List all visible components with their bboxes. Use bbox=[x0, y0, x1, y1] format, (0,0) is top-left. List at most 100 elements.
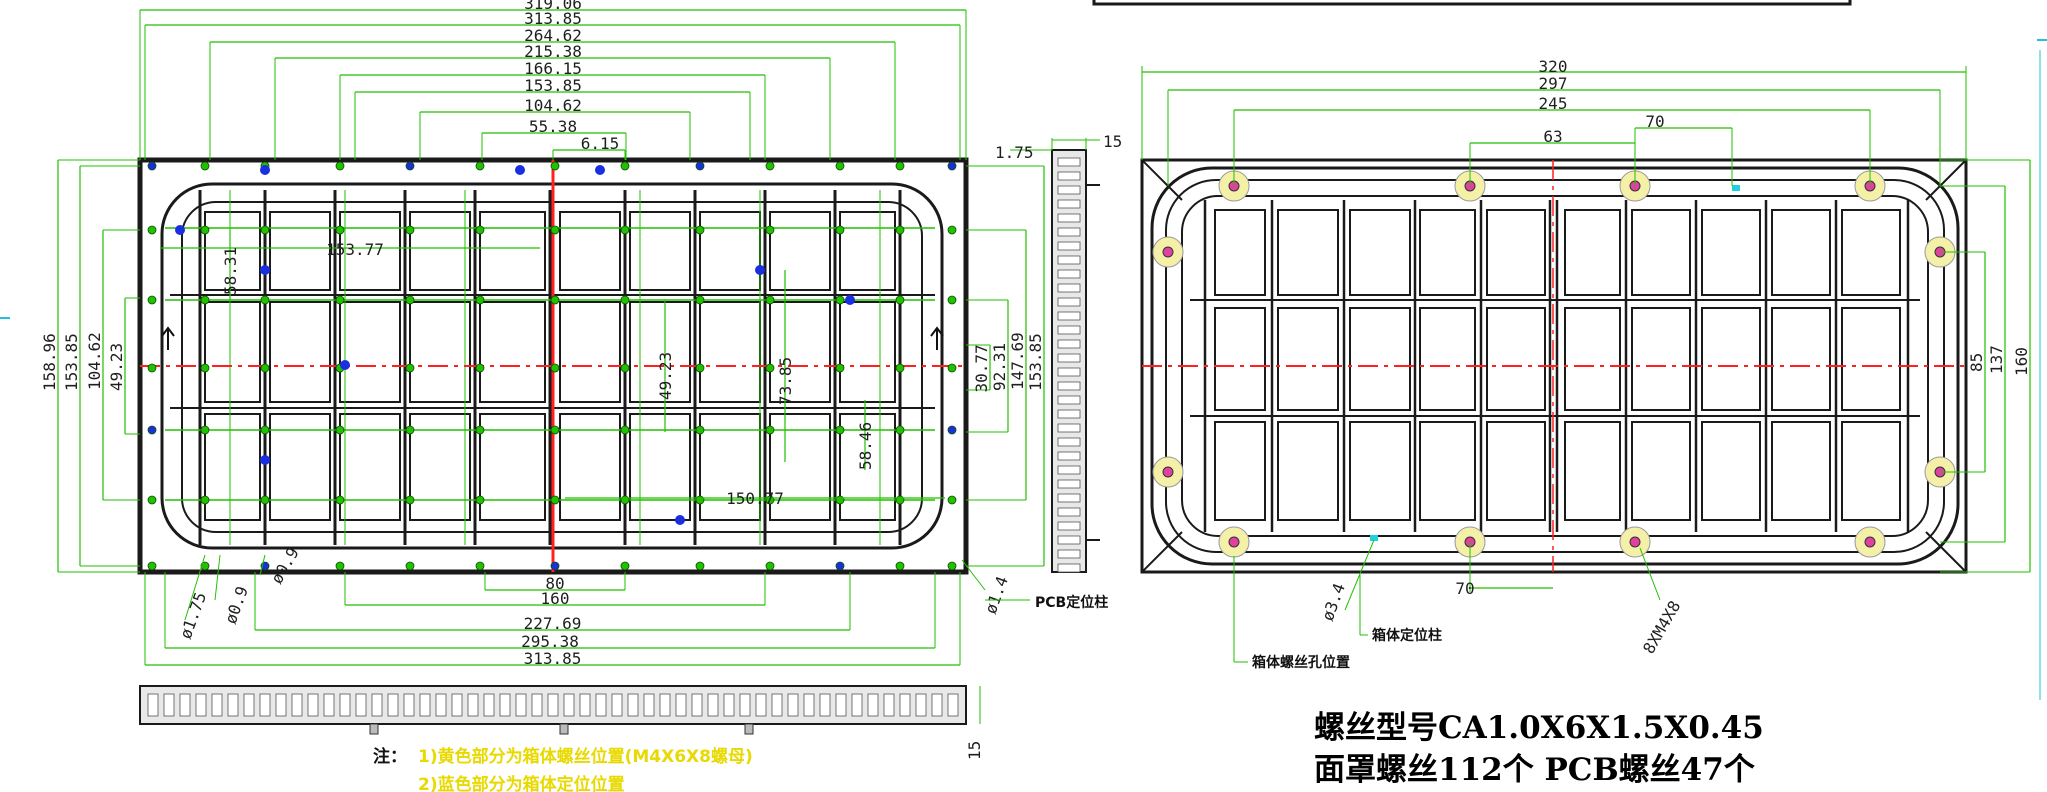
grid-cell bbox=[479, 211, 546, 291]
screw-dot bbox=[550, 495, 560, 505]
side-dim-2: 15 bbox=[1103, 132, 1122, 151]
screw-dot bbox=[475, 561, 485, 571]
locate-label: 箱体定位柱 bbox=[1372, 627, 1442, 644]
side-tooth bbox=[1057, 311, 1081, 321]
screw-dot bbox=[765, 295, 775, 305]
grid-cell bbox=[1771, 209, 1831, 296]
bottom-dim: 227.69 bbox=[524, 614, 582, 633]
bottom-tooth bbox=[499, 693, 511, 717]
bottom-tooth bbox=[179, 693, 191, 717]
side-tooth bbox=[1057, 479, 1081, 489]
side-tooth bbox=[1057, 409, 1081, 419]
grid-cell bbox=[1419, 421, 1476, 521]
locate-dot bbox=[595, 165, 605, 175]
top-dim: 63 bbox=[1543, 127, 1562, 146]
grid-cell bbox=[409, 413, 471, 521]
grid-cell bbox=[1564, 209, 1621, 296]
bottom-tooth bbox=[739, 693, 751, 717]
grid-cell bbox=[339, 413, 401, 521]
bottom-tooth bbox=[659, 693, 671, 717]
locate-dot bbox=[675, 515, 685, 525]
grid-cell bbox=[269, 413, 331, 521]
grid-cell bbox=[1564, 307, 1621, 411]
bottom-tooth bbox=[531, 693, 543, 717]
screw-dot bbox=[620, 495, 630, 505]
screw-dot bbox=[405, 363, 415, 373]
screw-dot bbox=[147, 495, 157, 505]
locate-dot bbox=[260, 265, 270, 275]
screw-dot bbox=[765, 161, 775, 171]
screw-dot bbox=[620, 161, 630, 171]
side-tooth bbox=[1057, 213, 1081, 223]
side-tooth bbox=[1057, 185, 1081, 195]
screw-hole bbox=[1162, 466, 1174, 478]
screw-dot bbox=[620, 225, 630, 235]
screw-dot bbox=[475, 495, 485, 505]
screw-dot bbox=[260, 363, 270, 373]
arrow-up-icon bbox=[930, 326, 944, 350]
side-tooth bbox=[1057, 493, 1081, 503]
locate-dot bbox=[405, 161, 415, 171]
note-line-1: 1)黄色部分为箱体螺丝位置(M4X6X8螺母) bbox=[418, 746, 753, 767]
side-tooth bbox=[1057, 255, 1081, 265]
side-tooth bbox=[1057, 367, 1081, 377]
screw-dot bbox=[620, 561, 630, 571]
screw-dot bbox=[200, 363, 210, 373]
grid-cell bbox=[769, 301, 831, 403]
screw-dot bbox=[550, 161, 560, 171]
bottom-tooth bbox=[307, 693, 319, 717]
grid-cell bbox=[1771, 307, 1831, 411]
side-tooth bbox=[1057, 381, 1081, 391]
grid-cell bbox=[1841, 209, 1901, 296]
grid-cell bbox=[409, 301, 471, 403]
side-tooth bbox=[1057, 269, 1081, 279]
bottom-tooth bbox=[643, 693, 655, 717]
notes: 注： 1)黄色部分为箱体螺丝位置(M4X6X8螺母) 2)蓝色部分为箱体定位位置 bbox=[373, 746, 753, 792]
screw-dot bbox=[475, 363, 485, 373]
bottom-tooth bbox=[419, 693, 431, 717]
left-dim: 49.23 bbox=[107, 343, 126, 391]
inner-dim: 58.31 bbox=[221, 247, 240, 295]
bottom-tooth bbox=[771, 693, 783, 717]
bottom-tooth bbox=[819, 693, 831, 717]
grid-cell bbox=[769, 413, 831, 521]
locate-dot bbox=[147, 425, 157, 435]
screw-dot bbox=[475, 161, 485, 171]
bottom-tooth bbox=[867, 693, 879, 717]
grid-cell bbox=[409, 211, 471, 291]
screw-dot bbox=[947, 495, 957, 505]
left-dim: 153.85 bbox=[62, 333, 81, 391]
leader bbox=[1639, 547, 1661, 601]
screw-dot bbox=[947, 295, 957, 305]
locate-dot bbox=[515, 165, 525, 175]
grid-cell bbox=[1486, 307, 1546, 411]
top-dim: 215.38 bbox=[524, 42, 582, 61]
left-dots bbox=[147, 161, 957, 571]
grid-cell bbox=[629, 301, 691, 403]
bottom-dim: 80 bbox=[545, 574, 564, 593]
top-dim: 55.38 bbox=[529, 117, 577, 136]
locate-dot bbox=[845, 295, 855, 305]
grid-cell bbox=[1214, 209, 1266, 296]
grid-cell bbox=[1419, 209, 1476, 296]
bottom-tooth bbox=[691, 693, 703, 717]
screw-dot bbox=[765, 225, 775, 235]
screw-dot bbox=[405, 561, 415, 571]
screw-spec: 螺丝型号CA1.0X6X1.5X0.45 面罩螺丝112个 PCB螺丝47个 bbox=[1314, 710, 1764, 788]
screw-dot bbox=[550, 425, 560, 435]
left-dimensions: 319.06313.85264.62215.38166.15153.85104.… bbox=[40, 0, 1108, 668]
grid-cell bbox=[204, 211, 261, 291]
bottom-tooth bbox=[755, 693, 767, 717]
top-dim: 264.62 bbox=[524, 26, 582, 45]
locate-dot bbox=[947, 161, 957, 171]
inner-dim: 153.77 bbox=[326, 240, 384, 259]
screw-dot bbox=[947, 225, 957, 235]
screw-dot bbox=[695, 425, 705, 435]
bottom-tooth bbox=[787, 693, 799, 717]
screw-dot bbox=[260, 225, 270, 235]
bottom-pin bbox=[559, 723, 569, 735]
screw-dot bbox=[405, 295, 415, 305]
grid-cell bbox=[1214, 307, 1266, 411]
screw-dot bbox=[695, 295, 705, 305]
